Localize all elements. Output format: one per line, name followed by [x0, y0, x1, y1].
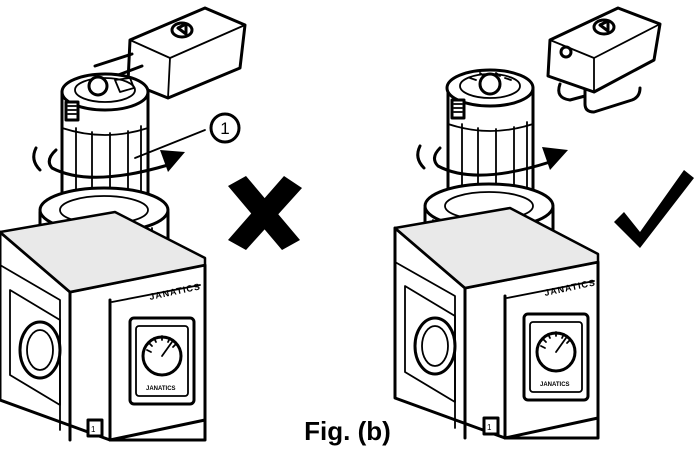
left-gauge-brand: JANATICS	[146, 386, 176, 392]
figure-caption: Fig. (b)	[304, 416, 391, 446]
right-gauge-brand: JANATICS	[540, 382, 570, 388]
right-body: JANATICS JANATICS 1	[393, 206, 600, 440]
left-rotation-arrow	[32, 146, 185, 179]
left-lock-clip	[93, 6, 247, 100]
right-regulator: JANATICS JANATICS 1	[393, 6, 694, 440]
right-tag-label: 1	[487, 423, 492, 432]
left-body: JANATICS JANATICS 1	[0, 210, 207, 442]
callout-1: 1	[134, 112, 241, 159]
x-mark-icon	[228, 176, 302, 250]
check-mark-icon	[614, 170, 694, 248]
right-lock-clip	[546, 6, 662, 114]
left-regulator: 1 JANATICS	[0, 6, 302, 442]
callout-number: 1	[220, 119, 229, 138]
right-rotation-arrow	[416, 144, 568, 177]
left-tag-label: 1	[91, 425, 96, 434]
